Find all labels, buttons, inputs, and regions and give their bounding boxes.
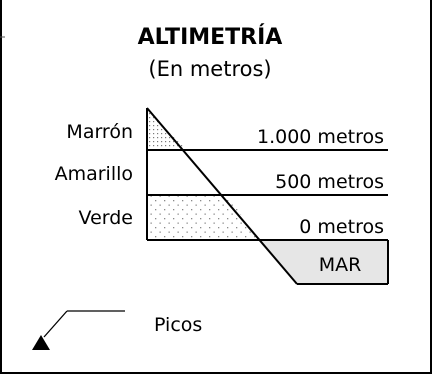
band-name-amarillo: Amarillo [55,163,133,185]
band-name-marron: Marrón [66,121,133,143]
elevation-label-500: 500 metros [275,171,384,193]
elevation-label-0: 0 metros [299,216,384,238]
band-name-verde: Verde [79,207,133,229]
peak-triangle-icon [32,310,125,350]
peaks-label: Picos [154,314,202,336]
legend-title: ALTIMETRÍA [138,24,283,50]
sea-fill [258,240,388,284]
legend-subtitle: (En metros) [148,57,271,81]
sea-label: MAR [319,254,362,276]
elevation-label-1000: 1.000 metros [257,126,384,148]
